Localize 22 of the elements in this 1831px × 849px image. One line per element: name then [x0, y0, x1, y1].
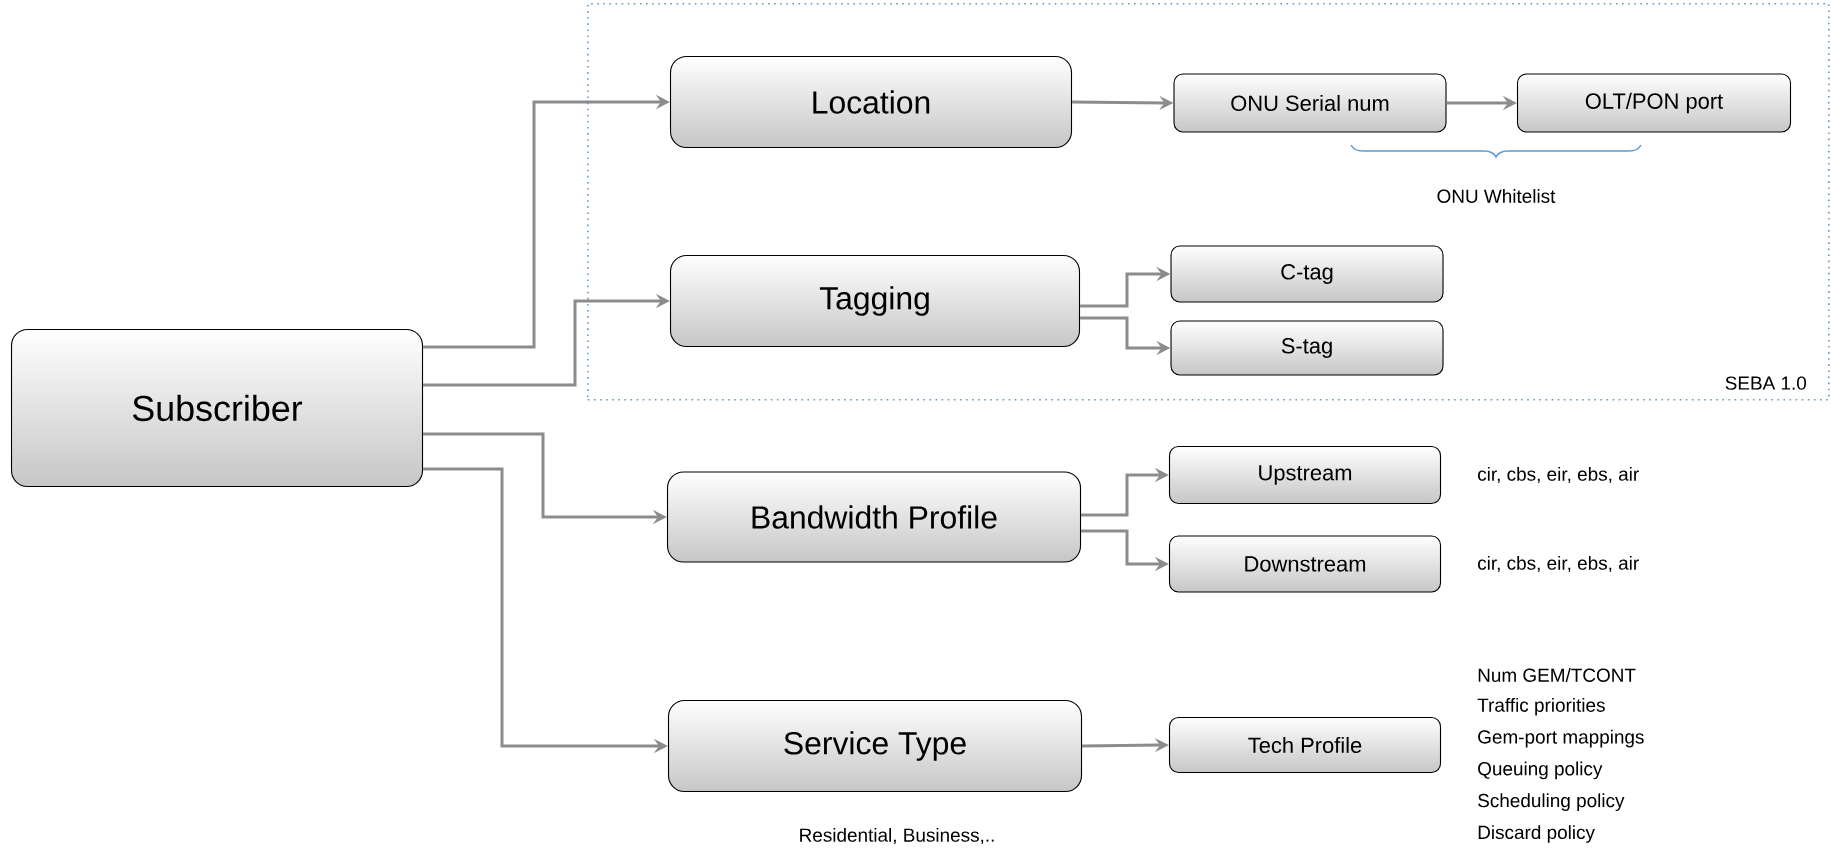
process-box: Service Type [667, 699, 1083, 793]
note-text: Gem-port mappings [1478, 729, 1644, 748]
note-text: Traffic priorities [1477, 697, 1605, 716]
process-box: Bandwidth Profile [666, 471, 1082, 563]
note-text: Scheduling policy [1478, 793, 1625, 811]
note-text: Queuing policy [1478, 761, 1603, 780]
note-text: cir, cbs, eir, ebs, air [1478, 555, 1639, 573]
note-text: Discard policy [1478, 825, 1595, 843]
process-box: Tech Profile [1168, 716, 1442, 774]
process-box: Upstream [1168, 445, 1442, 505]
process-box: S-tag [1170, 320, 1444, 376]
process-box: Location [669, 55, 1073, 149]
process-box: OLT/PON port [1516, 73, 1792, 133]
process-box: ONU Serial num [1173, 73, 1447, 133]
process-box: Tagging [669, 254, 1081, 348]
bracket-label: ONU Whitelist [1437, 189, 1556, 203]
note-text: cir, cbs, eir, ebs, air [1478, 466, 1639, 484]
process-box: Subscriber [10, 328, 424, 488]
note-text: Residential, Business,.. [800, 827, 994, 845]
process-box: Downstream [1168, 535, 1442, 593]
note-text: Num GEM/TCONT [1478, 668, 1636, 682]
process-box: C-tag [1170, 245, 1444, 303]
